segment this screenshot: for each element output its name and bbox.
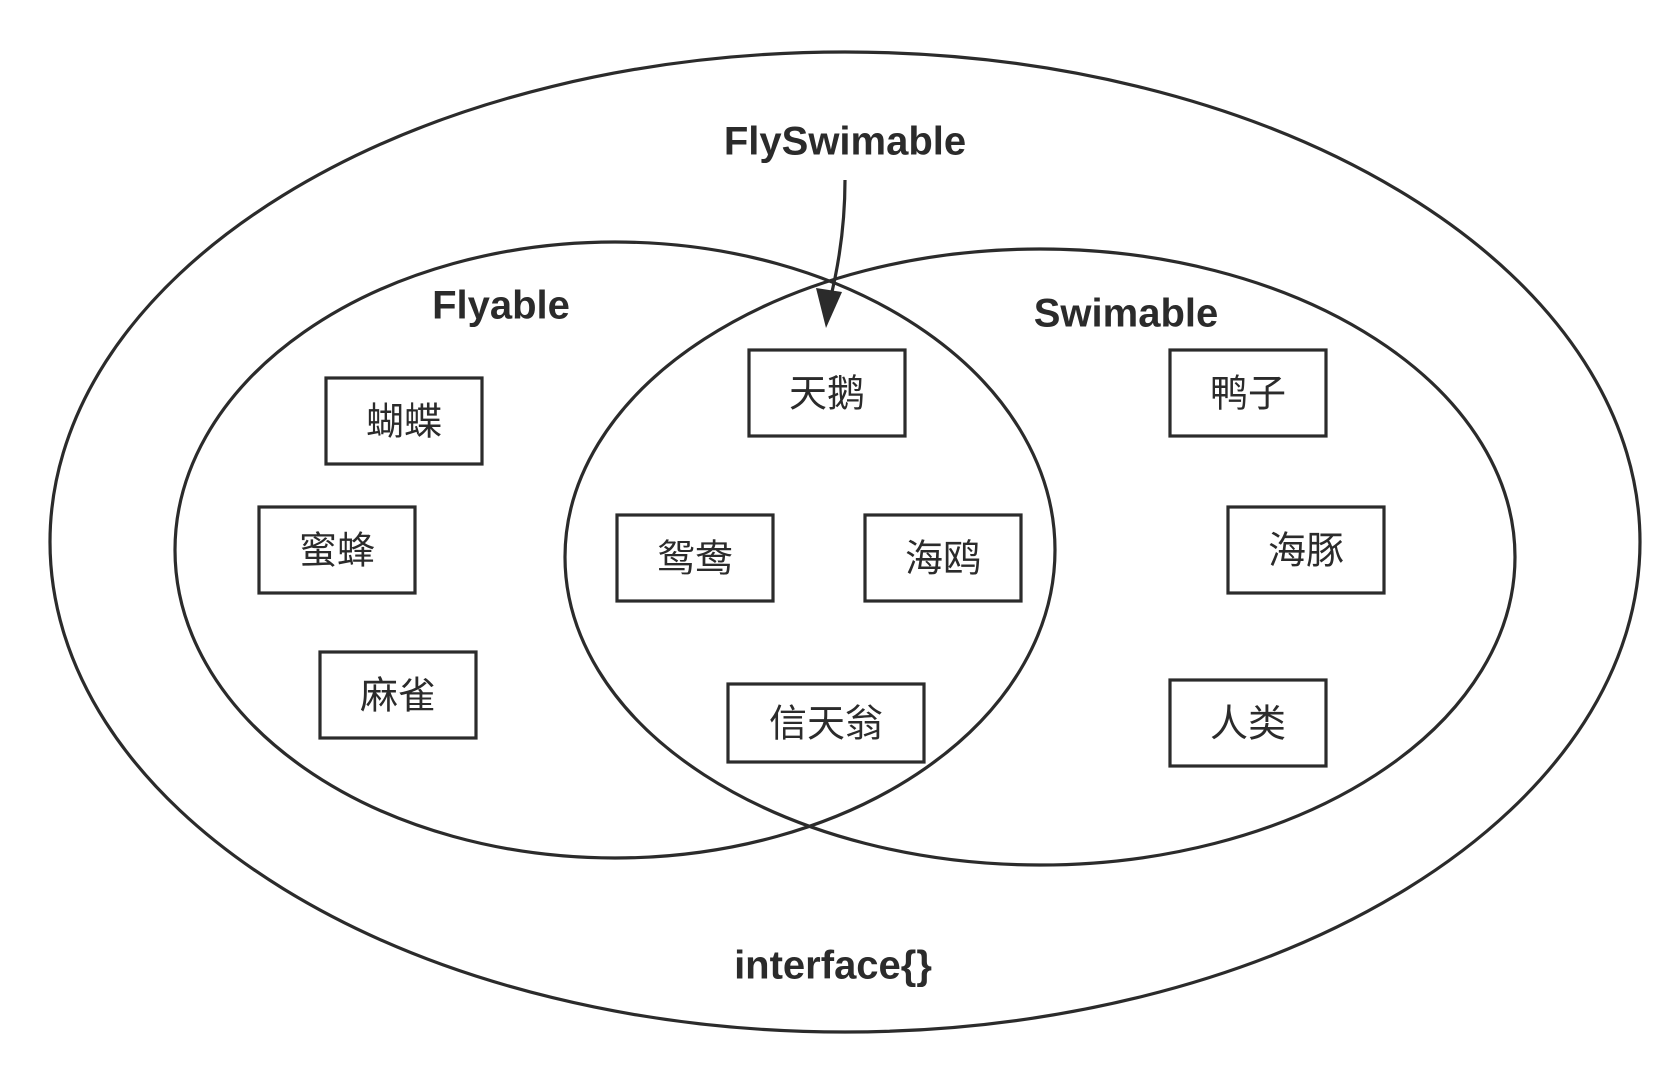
flyable-set-ellipse [173, 240, 1057, 860]
svg-text:天鹅: 天鹅 [789, 372, 865, 416]
interface-set-ellipse [48, 50, 1642, 1034]
svg-text:蝴蝶: 蝴蝶 [366, 400, 442, 444]
svg-text:蜜蜂: 蜜蜂 [299, 529, 375, 573]
flyable-label: Flyable [432, 284, 570, 328]
item-box-mandarin-duck: 鸳鸯 [615, 513, 775, 603]
item-box-dolphin: 海豚 [1226, 505, 1386, 595]
svg-text:信天翁: 信天翁 [769, 702, 883, 746]
item-box-human: 人类 [1168, 678, 1328, 768]
item-box-albatross: 信天翁 [726, 682, 926, 764]
flyswimable-label: FlySwimable [724, 120, 966, 164]
swimable-label: Swimable [1034, 292, 1219, 336]
item-box-duck: 鸭子 [1168, 348, 1328, 438]
svg-text:海豚: 海豚 [1268, 529, 1344, 573]
interface-label: interface{} [734, 944, 932, 988]
swimable-set-ellipse [563, 247, 1517, 867]
svg-text:人类: 人类 [1210, 702, 1286, 746]
svg-text:麻雀: 麻雀 [360, 674, 436, 718]
item-box-bee: 蜜蜂 [257, 505, 417, 595]
item-box-sparrow: 麻雀 [318, 650, 478, 740]
svg-text:鸳鸯: 鸳鸯 [657, 537, 733, 581]
arrowhead-icon [816, 288, 842, 328]
item-box-butterfly: 蝴蝶 [324, 376, 484, 466]
svg-text:海鸥: 海鸥 [905, 537, 981, 581]
svg-text:鸭子: 鸭子 [1210, 372, 1286, 416]
item-box-swan: 天鹅 [747, 348, 907, 438]
flyswimable-arrow [828, 179, 847, 301]
item-box-seagull: 海鸥 [863, 513, 1023, 603]
